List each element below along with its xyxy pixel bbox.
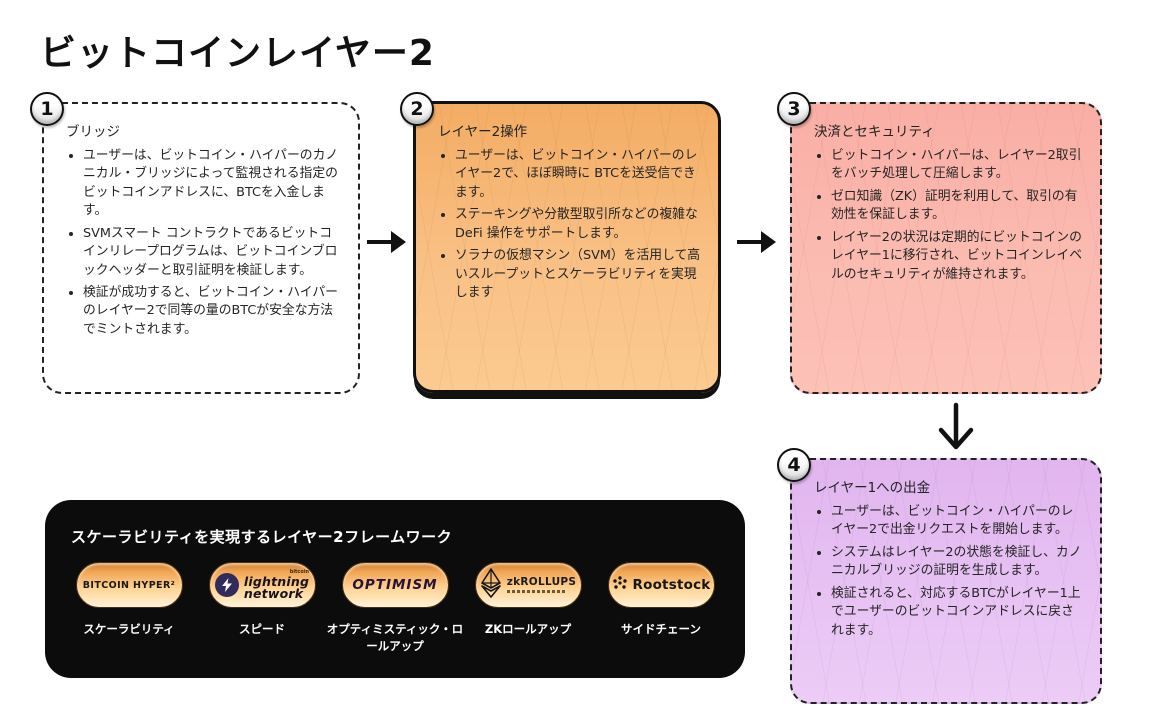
step-4-number: 4 <box>787 454 801 476</box>
step-2-title: レイヤー2操作 <box>438 124 528 140</box>
bullet: ステーキングや分散型取引所などの複雑なDeFi 操作をサポートします。 <box>455 206 702 243</box>
rootstock-logo-text: Rootstock <box>632 577 711 593</box>
framework-item-zkrollups: zkROLLUPS ZKロールアップ <box>464 562 592 654</box>
bullet: ユーザーは、ビットコイン・ハイパーのレイヤー2で出金リクエストを開始します。 <box>831 503 1084 540</box>
framework-item-bitcoin-hyper: BITCOIN HYPER² スケーラビリティ <box>65 562 193 654</box>
bitcoin-hyper-logo-text: BITCOIN HYPER² <box>82 579 176 591</box>
bullet: システムはレイヤー2の状態を検証し、カノニカルブリッジの証明を生成します。 <box>831 544 1084 581</box>
arrow-down-icon <box>936 402 976 456</box>
network-word: network <box>243 586 304 601</box>
step-1-badge: 1 <box>30 92 64 126</box>
bullet: レイヤー2の状況は定期的にビットコインのレイヤー1に移行され、ビットコインレイベ… <box>831 229 1084 284</box>
step-4-title: レイヤー1への出金 <box>814 480 931 496</box>
arrow-right-icon <box>364 226 410 262</box>
optimism-logo: OPTIMISM <box>341 562 449 608</box>
lightning-bitcoin-fineprint: bitcoin <box>289 568 310 575</box>
framework-item-label: スピード <box>239 622 285 636</box>
bullet: ビットコイン・ハイパーは、レイヤー2取引をバッチ処理して圧縮します。 <box>831 147 1084 184</box>
step-4-badge: 4 <box>777 448 811 482</box>
lightning-word: lightning <box>243 573 310 589</box>
bitcoin-hyper-logo: BITCOIN HYPER² <box>75 562 183 608</box>
step-3-bullet-list: ビットコイン・ハイパーは、レイヤー2取引をバッチ処理して圧縮します。 ゼロ知識（… <box>814 147 1084 284</box>
lightning-network-logo: bitcoin lightning network <box>208 562 316 608</box>
framework-item-optimism: OPTIMISM オプティミスティック・ロールアップ <box>327 562 463 654</box>
rootstock-logo: Rootstock <box>607 562 715 608</box>
zkrollups-logo-text: zkROLLUPS <box>506 577 577 593</box>
arrow-right-icon <box>734 226 780 262</box>
bullet: SVMスマート コントラクトであるビットコインリレープログラムは、ビットコインブ… <box>83 225 342 280</box>
step-2-number: 2 <box>410 98 424 120</box>
framework-item-rootstock: Rootstock サイドチェーン <box>597 562 725 654</box>
step-3-number: 3 <box>787 98 801 120</box>
framework-panel: スケーラビリティを実現するレイヤー2フレームワーク BITCOIN HYPER²… <box>45 500 745 678</box>
step-3-title: 決済とセキュリティ <box>814 124 935 140</box>
step-2-badge: 2 <box>400 92 434 126</box>
optimism-logo-text: OPTIMISM <box>352 577 438 593</box>
bullet: 検証が成功すると、ビットコイン・ハイパーのレイヤー2で同等の量のBTCが安全な方… <box>83 284 342 339</box>
zkrollups-logo: zkROLLUPS <box>474 562 582 608</box>
step-4-box: レイヤー1への出金 ユーザーは、ビットコイン・ハイパーのレイヤー2で出金リクエス… <box>790 458 1102 704</box>
bullet: ユーザーは、ビットコイン・ハイパーのレイヤー2で、ほぼ瞬時に BTCを送受信でき… <box>455 147 702 202</box>
step-2-bullet-list: ユーザーは、ビットコイン・ハイパーのレイヤー2で、ほぼ瞬時に BTCを送受信でき… <box>438 147 702 302</box>
step-3-badge: 3 <box>777 92 811 126</box>
lightning-network-logo-text: bitcoin lightning network <box>243 568 310 601</box>
framework-item-label: スケーラビリティ <box>83 622 175 636</box>
bullet: ユーザーは、ビットコイン・ハイパーのカノニカル・ブリッジによって監視される指定の… <box>83 147 342 221</box>
framework-heading: スケーラビリティを実現するレイヤー2フレームワーク <box>71 528 453 546</box>
framework-item-label: ZKロールアップ <box>484 622 572 636</box>
step-1-bullet-list: ユーザーは、ビットコイン・ハイパーのカノニカル・ブリッジによって監視される指定の… <box>66 147 342 339</box>
framework-items: BITCOIN HYPER² スケーラビリティ bitcoin lightnin… <box>65 562 725 654</box>
bullet: ゼロ知識（ZK）証明を利用して、取引の有効性を保証します。 <box>831 188 1084 225</box>
rootstock-flower-icon <box>612 575 628 595</box>
framework-item-label: オプティミスティック・ロールアップ <box>326 622 464 653</box>
framework-item-label: サイドチェーン <box>621 622 701 636</box>
step-3-box: 決済とセキュリティ ビットコイン・ハイパーは、レイヤー2取引をバッチ処理して圧縮… <box>790 102 1102 394</box>
step-1-title: ブリッジ <box>66 124 120 140</box>
step-2-box: レイヤー2操作 ユーザーは、ビットコイン・ハイパーのレイヤー2で、ほぼ瞬時に B… <box>413 101 721 393</box>
step-1-number: 1 <box>40 98 54 120</box>
step-4-bullet-list: ユーザーは、ビットコイン・ハイパーのレイヤー2で出金リクエストを開始します。 シ… <box>814 503 1084 640</box>
bullet: ソラナの仮想マシン（SVM）を活用して高いスループットとスケーラビリティを実現し… <box>455 247 702 302</box>
bullet: 検証されると、対応するBTCがレイヤー1上でユーザーのビットコインアドレスに戻さ… <box>831 585 1084 640</box>
lightning-bolt-icon <box>214 573 239 597</box>
zkrollups-tagline-fineprint <box>506 589 565 593</box>
page-title: ビットコインレイヤー2 <box>40 33 435 74</box>
step-1-box: ブリッジ ユーザーは、ビットコイン・ハイパーのカノニカル・ブリッジによって監視さ… <box>42 102 360 394</box>
eth-diamond-icon <box>480 568 502 602</box>
framework-item-lightning-network: bitcoin lightning network スピード <box>198 562 326 654</box>
